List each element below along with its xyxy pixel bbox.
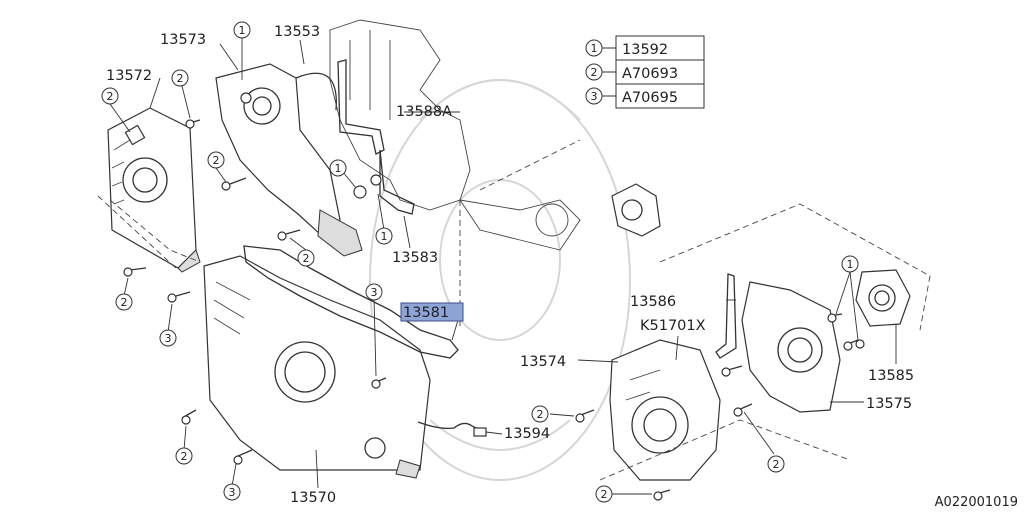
callout-13588A[interactable]: 13588A <box>396 104 452 120</box>
ref-3-c[interactable]: 3 <box>223 483 241 501</box>
callout-13575[interactable]: 13575 <box>866 396 912 412</box>
engine-dashed-outline <box>97 195 931 481</box>
legend-num: 3 <box>591 90 598 103</box>
svg-text:1: 1 <box>381 230 388 243</box>
legend-row-3: 3 A70695 <box>585 87 678 106</box>
seal-13585[interactable] <box>855 269 911 327</box>
tensioner-pulley[interactable] <box>611 183 661 237</box>
gasket-13581[interactable] <box>243 245 459 359</box>
svg-text:3: 3 <box>371 286 378 299</box>
svg-text:2: 2 <box>121 296 128 309</box>
svg-text:1: 1 <box>847 258 854 271</box>
ref-2-d[interactable]: 2 <box>297 249 315 267</box>
front-cover-13570[interactable] <box>203 255 431 479</box>
cover-13575[interactable] <box>741 281 841 413</box>
cover-13574[interactable] <box>609 339 721 481</box>
ref-2-g[interactable]: 2 <box>531 405 549 423</box>
engine-block-outline <box>329 19 581 330</box>
legend-table: 1 13592 2 A70693 3 A70695 <box>585 35 705 109</box>
callout-13572[interactable]: 13572 <box>106 68 152 84</box>
legend-row-2: 2 A70693 <box>585 63 678 82</box>
svg-text:2: 2 <box>303 252 310 265</box>
svg-text:1: 1 <box>335 162 342 175</box>
callout-13574[interactable]: 13574 <box>520 354 566 370</box>
diagram-id: A022001019 <box>935 495 1018 510</box>
timing-cover-13572[interactable] <box>107 107 201 273</box>
legend-num: 2 <box>591 66 598 79</box>
ref-2-i[interactable]: 2 <box>767 455 785 473</box>
svg-text:2: 2 <box>773 458 780 471</box>
gasket-13586[interactable] <box>715 273 737 359</box>
ref-2-b[interactable]: 2 <box>171 69 189 87</box>
bolts <box>123 119 865 501</box>
svg-text:2: 2 <box>107 90 114 103</box>
svg-text:2: 2 <box>537 408 544 421</box>
callout-13581[interactable]: 13581 <box>403 305 449 321</box>
svg-text:3: 3 <box>229 486 236 499</box>
ref-1-c[interactable]: 1 <box>375 227 393 245</box>
callout-13573[interactable]: 13573 <box>160 32 206 48</box>
legend-num-circle <box>585 39 603 57</box>
legend-part-number[interactable]: A70695 <box>622 90 678 106</box>
callout-13581-highlight[interactable] <box>400 302 464 322</box>
legend-row-1: 1 13592 <box>585 39 668 58</box>
ref-1-b[interactable]: 1 <box>329 159 347 177</box>
ref-2-h[interactable]: 2 <box>595 485 613 503</box>
callouts: 13573 13553 13572 13588A 13583 13581 135… <box>106 24 914 506</box>
timing-cover-13573[interactable] <box>215 63 363 257</box>
seal-13583[interactable] <box>353 174 382 199</box>
ref-3-a[interactable]: 3 <box>159 329 177 347</box>
legend-num-circle <box>585 63 603 81</box>
ref-1-d[interactable]: 1 <box>841 255 859 273</box>
ref-2-a[interactable]: 2 <box>101 87 119 105</box>
seal-13594[interactable] <box>417 421 487 437</box>
ref-1-a[interactable]: 1 <box>233 21 251 39</box>
svg-text:2: 2 <box>177 72 184 85</box>
legend-num-circle <box>585 87 603 105</box>
svg-text:2: 2 <box>181 450 188 463</box>
svg-text:3: 3 <box>165 332 172 345</box>
callout-K51701X[interactable]: K51701X <box>640 318 706 334</box>
ref-2-c[interactable]: 2 <box>207 151 225 169</box>
ref-2-f[interactable]: 2 <box>175 447 193 465</box>
legend-num: 1 <box>591 42 598 55</box>
circled-refs: 1 2 2 2 1 2 1 2 3 3 2 3 2 2 2 1 <box>101 21 859 503</box>
svg-text:2: 2 <box>601 488 608 501</box>
callout-13570[interactable]: 13570 <box>290 490 336 506</box>
callout-13586[interactable]: 13586 <box>630 294 676 310</box>
callout-13594[interactable]: 13594 <box>504 426 550 442</box>
callout-13583[interactable]: 13583 <box>392 250 438 266</box>
legend-part-number[interactable]: 13592 <box>622 42 668 58</box>
svg-text:1: 1 <box>239 24 246 37</box>
callout-13553[interactable]: 13553 <box>274 24 320 40</box>
svg-text:2: 2 <box>213 154 220 167</box>
callout-13585[interactable]: 13585 <box>868 368 914 384</box>
gasket-13588A[interactable] <box>337 59 415 215</box>
ref-3-b[interactable]: 3 <box>365 283 383 301</box>
legend-part-number[interactable]: A70693 <box>622 66 678 82</box>
ref-2-e[interactable]: 2 <box>115 293 133 311</box>
